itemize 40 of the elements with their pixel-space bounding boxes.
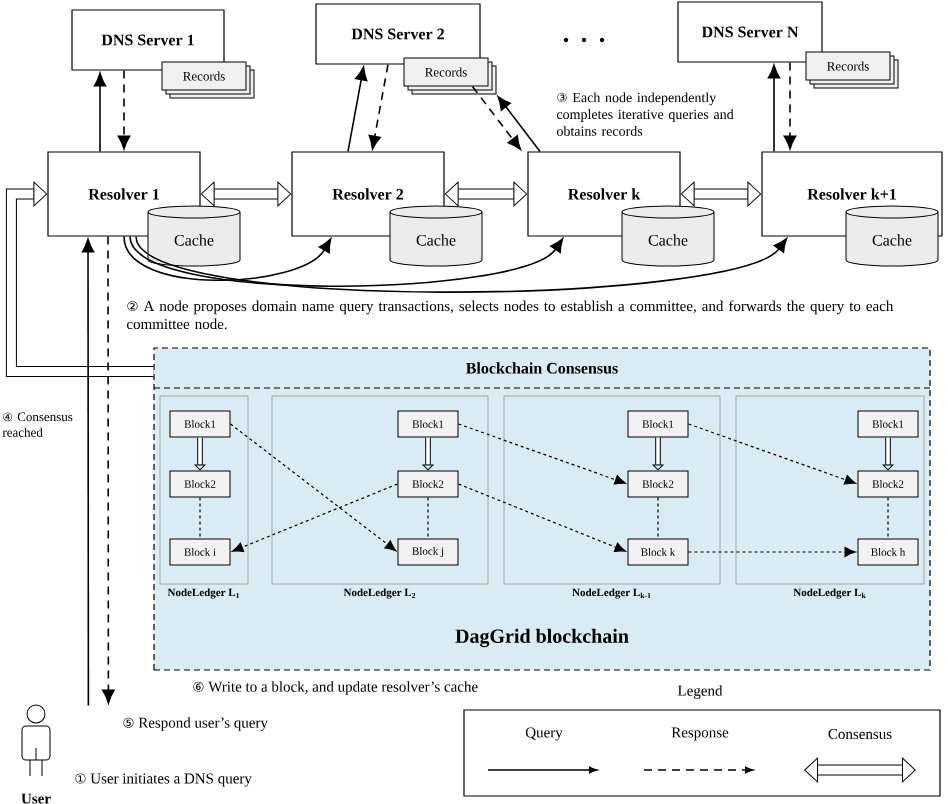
hollow-arrow: [200, 181, 292, 207]
arrow: [457, 423, 626, 485]
arrow: [457, 483, 627, 553]
dns-server-box: DNS Server N: [677, 1, 823, 63]
hollow-arrow: [194, 437, 206, 471]
arrow: [497, 96, 541, 153]
arrow: [81, 238, 95, 707]
arrow: [129, 235, 564, 287]
arrow: [229, 423, 397, 552]
cache-cylinder: Cache: [389, 205, 483, 267]
dns-server-box: DNS Server 1: [71, 9, 225, 71]
arrow: [93, 72, 107, 153]
arrow: [231, 483, 399, 552]
cache-cylinder: Cache: [845, 205, 939, 267]
arrow: [767, 64, 781, 153]
arrow: [687, 547, 856, 557]
hollow-arrow: [444, 181, 528, 207]
hollow-arrow: [882, 437, 894, 471]
arrow: [135, 235, 788, 293]
arrow: [687, 423, 857, 485]
arrow: [471, 85, 522, 150]
connector-line: [427, 496, 429, 540]
arrow: [368, 63, 389, 150]
node-label: Blockchain Consensus: [466, 362, 618, 374]
hollow-arrow: [652, 437, 664, 471]
connector-line: [199, 496, 201, 540]
arrow: [347, 66, 368, 153]
dns-server-box: DNS Server 2: [315, 3, 481, 65]
hollow-arrow: [680, 181, 762, 207]
arrow: [123, 235, 332, 282]
cache-cylinder: Cache: [147, 205, 241, 267]
connector-line: [657, 496, 659, 540]
hollow-arrow: [422, 437, 434, 471]
arrow: [117, 69, 131, 150]
arrow: [783, 61, 797, 150]
hollow-arrow: [5, 181, 154, 377]
node-label: DagGrid blockchain: [455, 628, 629, 648]
connector-line: [887, 496, 889, 540]
arrow: [102, 235, 115, 704]
cache-cylinder: Cache: [621, 205, 715, 267]
